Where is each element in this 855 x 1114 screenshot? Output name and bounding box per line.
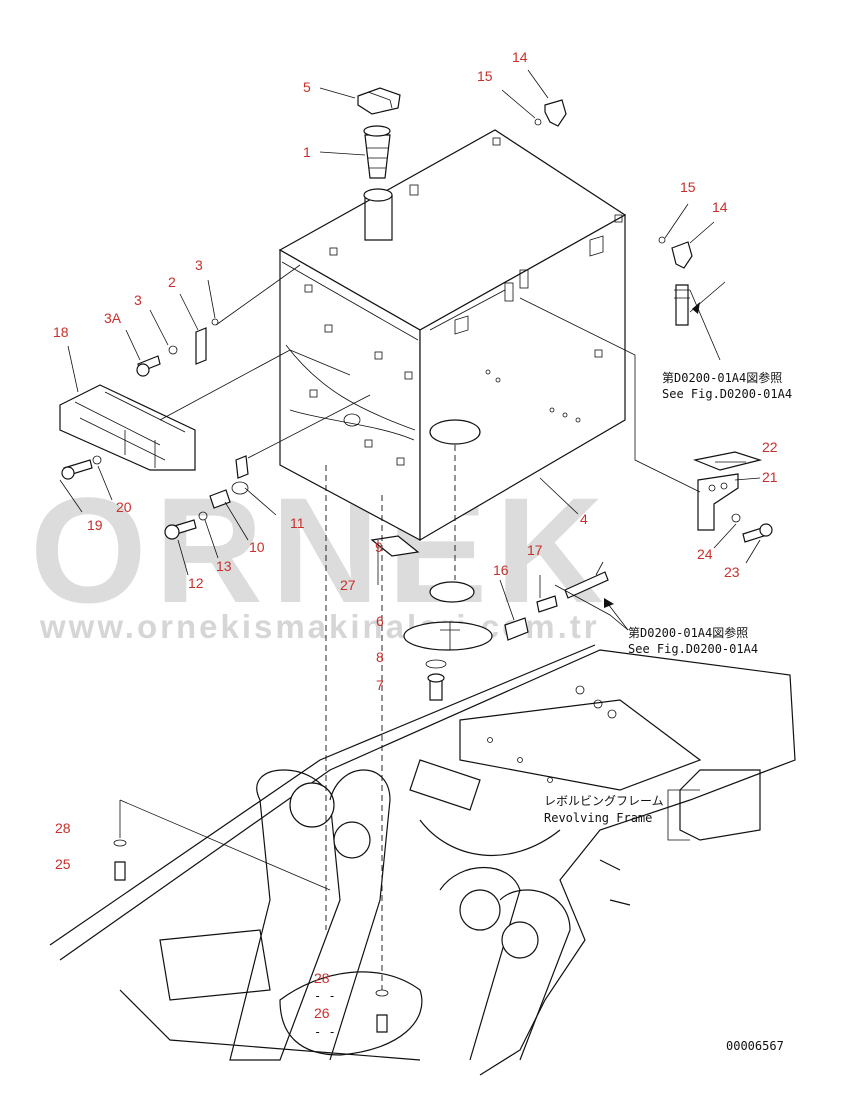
frame-label-en: Revolving Frame bbox=[544, 811, 652, 825]
part-label-3-lower: 3 bbox=[134, 292, 142, 308]
leader-lines bbox=[59, 69, 761, 990]
frame-label-jp: レボルビングフレーム bbox=[544, 794, 664, 808]
part-label-16: 16 bbox=[493, 562, 509, 578]
part-label-15-top: 15 bbox=[477, 68, 493, 84]
part-label-5: 5 bbox=[303, 79, 311, 95]
drain-fittings bbox=[504, 571, 609, 641]
part-label-23: 23 bbox=[724, 564, 740, 580]
part-label-15-right: 15 bbox=[680, 179, 696, 195]
watermark-brand: ORNEK bbox=[30, 466, 612, 634]
part-label-8: 8 bbox=[376, 649, 384, 665]
part-label-12: 12 bbox=[188, 575, 204, 591]
bracket bbox=[59, 384, 196, 471]
dash-mark-1: - - bbox=[314, 989, 336, 1003]
part-label-4: 4 bbox=[580, 511, 588, 527]
part-label-9: 9 bbox=[375, 539, 383, 555]
mounting-bracket-right bbox=[692, 451, 763, 531]
part-label-11: 11 bbox=[290, 515, 305, 531]
part-label-14-right: 14 bbox=[712, 199, 728, 215]
bottom-cover-assembly bbox=[370, 535, 493, 701]
revolving-frame bbox=[49, 644, 796, 1076]
elbow-fittings bbox=[534, 99, 693, 326]
part-label-21: 21 bbox=[762, 469, 778, 485]
part-numbers: 5 1 14 15 15 14 3 2 3 3A 18 19 20 10 11 … bbox=[53, 49, 778, 1021]
strainer-and-cap bbox=[357, 87, 401, 179]
small-hardware bbox=[61, 318, 773, 543]
reference-1-en: See Fig.D0200-01A4 bbox=[662, 387, 792, 401]
reference-2-en: See Fig.D0200-01A4 bbox=[628, 642, 758, 656]
part-label-14-top: 14 bbox=[512, 49, 528, 65]
part-label-18: 18 bbox=[53, 324, 69, 340]
part-label-6: 6 bbox=[376, 613, 384, 629]
part-label-25: 25 bbox=[55, 856, 71, 872]
part-label-27: 27 bbox=[340, 577, 356, 593]
part-label-22: 22 bbox=[762, 439, 778, 455]
reference-1-jp: 第D0200-01A4図参照 bbox=[662, 370, 782, 385]
reference-notes: 第D0200-01A4図参照 See Fig.D0200-01A4 第D0200… bbox=[314, 370, 792, 1053]
dash-mark-2: - - bbox=[314, 1025, 336, 1039]
part-label-10: 10 bbox=[249, 539, 265, 555]
part-label-28-left: 28 bbox=[55, 820, 71, 836]
part-label-3A: 3A bbox=[104, 310, 122, 326]
reference-2-jp: 第D0200-01A4図参照 bbox=[628, 625, 748, 640]
part-label-28-bottom: 28 bbox=[314, 970, 330, 986]
watermark: ORNEK www.ornekismakinalari.com.tr bbox=[30, 466, 612, 645]
drawing-number: 00006567 bbox=[726, 1039, 784, 1053]
part-label-1: 1 bbox=[303, 144, 311, 160]
bottom-bolts bbox=[113, 839, 389, 1033]
watermark-url: www.ornekismakinalari.com.tr bbox=[39, 608, 600, 645]
part-label-3-upper: 3 bbox=[195, 257, 203, 273]
part-label-13: 13 bbox=[216, 558, 232, 574]
part-label-26: 26 bbox=[314, 1005, 330, 1021]
part-label-17: 17 bbox=[527, 542, 543, 558]
part-label-24: 24 bbox=[697, 546, 713, 562]
part-label-7: 7 bbox=[376, 677, 384, 693]
hydraulic-tank bbox=[278, 129, 627, 542]
part-label-19: 19 bbox=[87, 517, 103, 533]
part-label-20: 20 bbox=[116, 499, 132, 515]
part-label-2: 2 bbox=[168, 274, 176, 290]
